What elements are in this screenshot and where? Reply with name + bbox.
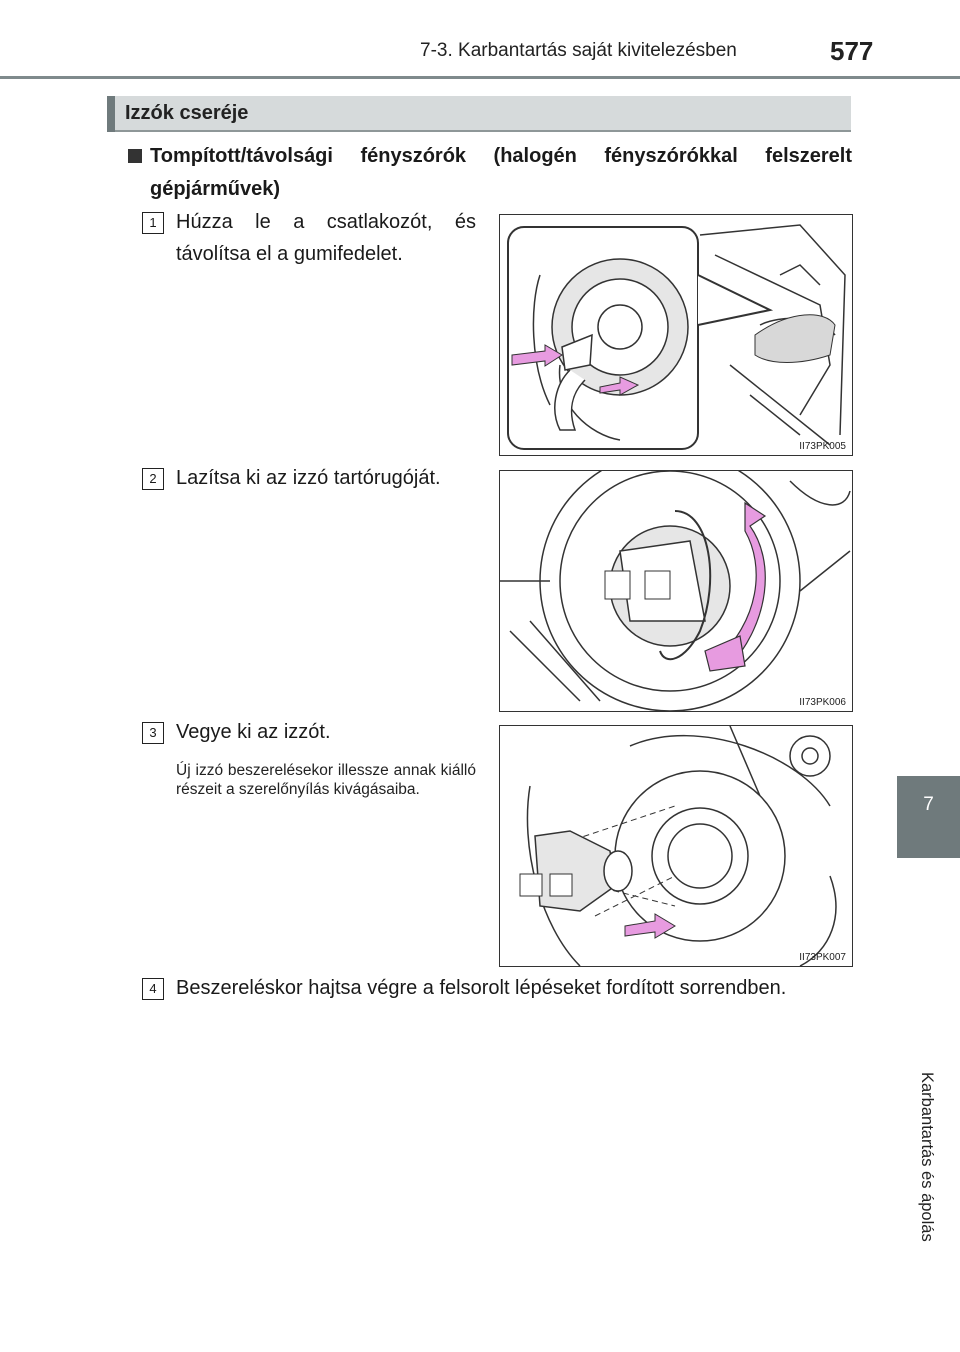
step-number-4: 4 (142, 978, 164, 1000)
square-bullet-icon (128, 149, 142, 163)
step-number-2: 2 (142, 468, 164, 490)
chapter-tab: 7 (897, 776, 960, 858)
figure-code: II73PK006 (799, 697, 846, 708)
step-text-3: Vegye ki az izzót. (176, 721, 331, 743)
subheading-text: Tompított/távolsági fényszórók (halogén … (150, 145, 852, 200)
headlamp-rear-illustration (507, 224, 846, 450)
figure-loosen-spring: II73PK006 (499, 470, 853, 712)
bulb-spring-illustration (500, 471, 851, 711)
step-note-3: Új izzó beszerelésekor illessze annak ki… (176, 762, 476, 798)
chapter-label: Karbantartás és ápolás (918, 1072, 936, 1242)
figure-code: II73PK005 (799, 441, 846, 452)
bulb-removal-illustration (519, 726, 837, 966)
section-bar-accent (107, 96, 115, 132)
figure-code: II73PK007 (799, 952, 846, 963)
figure-remove-bulb: II73PK007 (499, 725, 853, 967)
step-text-1: Húzza le a csatlakozót, és távolítsa el … (176, 211, 476, 265)
section-title: Izzók cseréje (125, 102, 249, 124)
figure-remove-connector: II73PK005 (499, 214, 853, 456)
step-number-1: 1 (142, 212, 164, 234)
subheading: Tompított/távolsági fényszórók (halogén … (128, 140, 852, 206)
chapter-number: 7 (923, 794, 934, 815)
page-number: 577 (830, 36, 874, 66)
header-rule (0, 76, 960, 79)
running-header: 7-3. Karbantartás saját kivitelezésben (420, 40, 737, 61)
step-text-2: Lazítsa ki az izzó tartórugóját. (176, 467, 441, 489)
step-number-3: 3 (142, 722, 164, 744)
step-text-4: Beszereléskor hajtsa végre a felsorolt l… (176, 977, 787, 999)
section-bar (107, 96, 851, 132)
